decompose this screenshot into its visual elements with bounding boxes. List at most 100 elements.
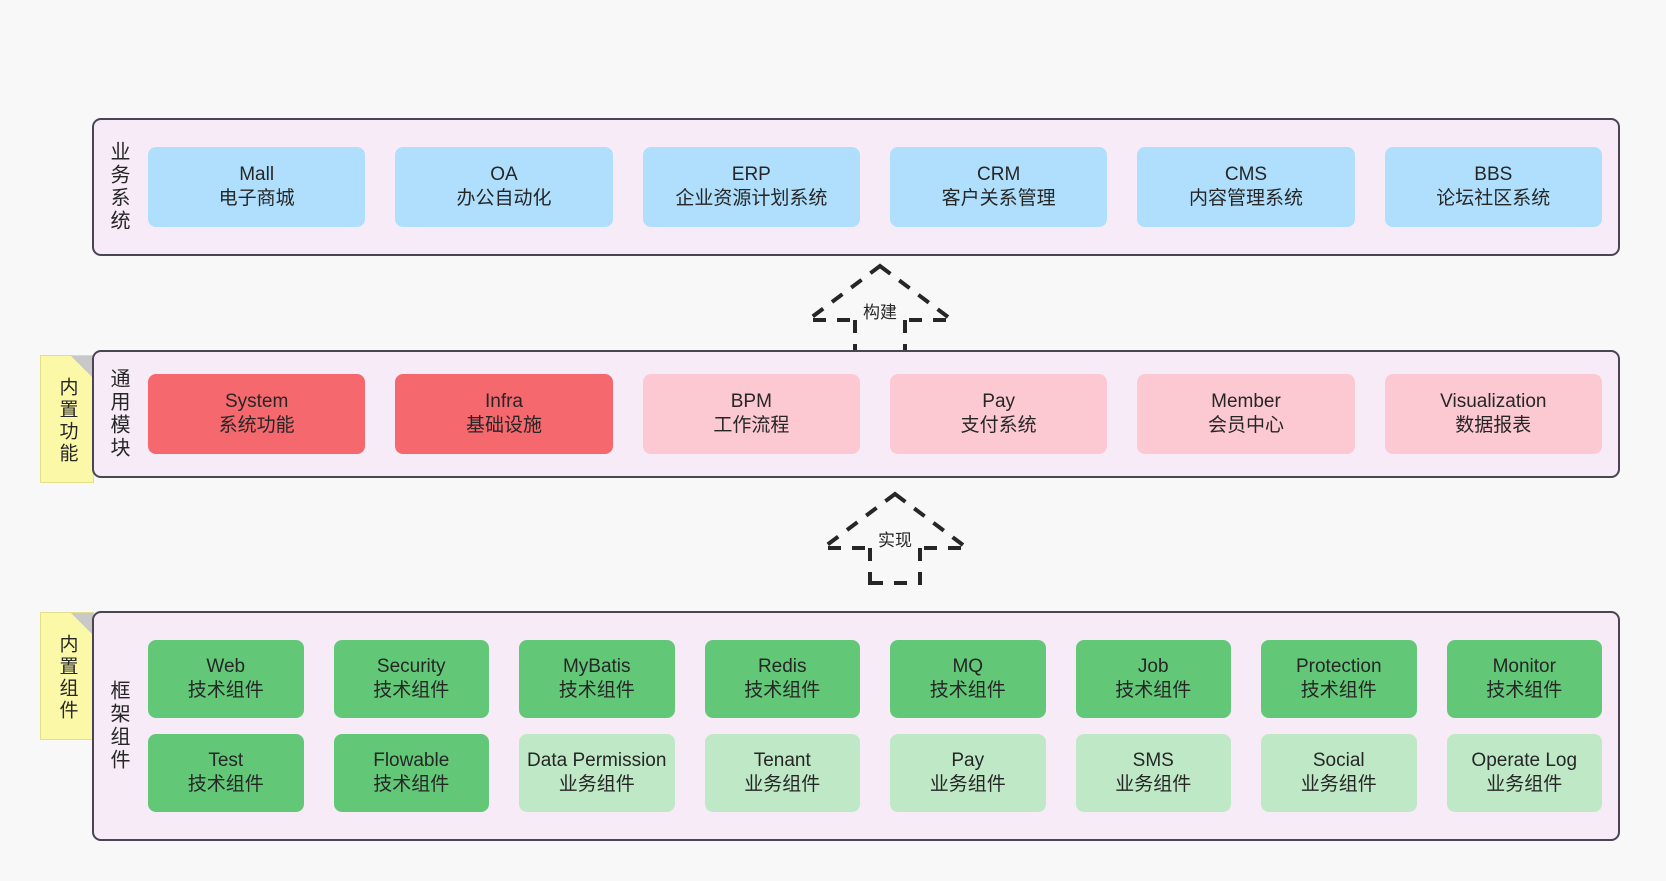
framework-card-security[interactable]: Security 技术组件	[333, 640, 489, 718]
card-title: BBS	[1474, 163, 1513, 185]
module-card-system[interactable]: System 系统功能	[148, 374, 366, 454]
business-card-crm[interactable]: CRM 客户关系管理	[889, 147, 1108, 227]
framework-card-job[interactable]: Job 技术组件	[1075, 640, 1231, 718]
card-subtitle: 办公自动化	[456, 188, 552, 209]
card-title: Visualization	[1440, 390, 1547, 412]
card-title: Tenant	[753, 749, 811, 771]
framework-card-operate-log[interactable]: Operate Log 业务组件	[1446, 734, 1602, 812]
card-subtitle: 技术组件	[744, 680, 821, 701]
card-title: MQ	[952, 655, 984, 677]
business-card-erp[interactable]: ERP 企业资源计划系统	[642, 147, 860, 227]
card-subtitle: 电子商城	[218, 188, 295, 209]
business-card-mall[interactable]: Mall 电子商城	[148, 147, 366, 227]
module-card-pay[interactable]: Pay 支付系统	[889, 374, 1108, 454]
sticky-note-label: 内置组件	[56, 634, 78, 722]
business-card-cms[interactable]: CMS 内容管理系统	[1137, 147, 1355, 227]
layer-common-modules: 通用模块 System 系统功能 Infra 基础设施 BPM 工作流程 Pay…	[92, 350, 1620, 478]
module-card-visualization[interactable]: Visualization 数据报表	[1384, 374, 1602, 454]
connector-implement: 实现	[815, 490, 975, 585]
framework-tech-row: Web 技术组件 Security 技术组件 MyBatis 技术组件 Redi…	[148, 640, 1602, 718]
card-title: Security	[376, 655, 446, 677]
card-title: Mall	[239, 163, 275, 185]
card-title: Flowable	[373, 749, 450, 771]
card-title: Pay	[982, 390, 1016, 412]
framework-card-social[interactable]: Social 业务组件	[1261, 734, 1417, 812]
framework-card-data-permission[interactable]: Data Permission 业务组件	[519, 734, 675, 812]
layer-business-systems-title: 业务系统	[107, 141, 129, 233]
layer-framework-components-title: 框架组件	[107, 680, 129, 772]
connector-build: 构建	[800, 262, 960, 357]
framework-card-mq[interactable]: MQ 技术组件	[890, 640, 1046, 718]
card-subtitle: 数据报表	[1455, 415, 1532, 436]
card-subtitle: 业务组件	[929, 774, 1006, 795]
module-card-member[interactable]: Member 会员中心	[1137, 374, 1355, 454]
card-subtitle: 技术组件	[1486, 680, 1563, 701]
framework-card-pay[interactable]: Pay 业务组件	[890, 734, 1046, 812]
card-subtitle: 技术组件	[187, 774, 264, 795]
card-subtitle: 业务组件	[1300, 774, 1377, 795]
layer-common-modules-title: 通用模块	[107, 368, 129, 460]
card-subtitle: 业务组件	[558, 774, 635, 795]
card-title: CRM	[977, 163, 1021, 185]
layer-common-modules-body: System 系统功能 Infra 基础设施 BPM 工作流程 Pay 支付系统…	[142, 352, 1618, 476]
card-title: BPM	[730, 390, 772, 412]
card-subtitle: 技术组件	[373, 774, 450, 795]
card-title: OA	[490, 163, 518, 185]
card-subtitle: 技术组件	[1115, 680, 1192, 701]
card-subtitle: 技术组件	[187, 680, 264, 701]
card-title: Pay	[951, 749, 985, 771]
card-subtitle: 技术组件	[929, 680, 1006, 701]
module-card-row: System 系统功能 Infra 基础设施 BPM 工作流程 Pay 支付系统…	[148, 374, 1602, 454]
card-subtitle: 基础设施	[465, 415, 542, 436]
layer-business-systems-body: Mall 电子商城 OA 办公自动化 ERP 企业资源计划系统 CRM 客户关系…	[142, 120, 1618, 254]
framework-card-mybatis[interactable]: MyBatis 技术组件	[519, 640, 675, 718]
card-title: Test	[208, 749, 244, 771]
card-subtitle: 论坛社区系统	[1436, 188, 1551, 209]
card-subtitle: 技术组件	[1300, 680, 1377, 701]
framework-card-protection[interactable]: Protection 技术组件	[1261, 640, 1417, 718]
business-card-oa[interactable]: OA 办公自动化	[395, 147, 613, 227]
framework-card-redis[interactable]: Redis 技术组件	[704, 640, 860, 718]
sticky-note-builtin-features: 内置功能	[40, 355, 94, 483]
framework-business-row: Test 技术组件 Flowable 技术组件 Data Permission …	[148, 734, 1602, 812]
card-title: Redis	[757, 655, 807, 677]
sticky-note-builtin-components: 内置组件	[40, 612, 94, 740]
connector-implement-label: 实现	[876, 531, 914, 551]
card-title: Data Permission	[527, 749, 667, 771]
module-card-infra[interactable]: Infra 基础设施	[395, 374, 613, 454]
framework-card-test[interactable]: Test 技术组件	[148, 734, 304, 812]
connector-build-label: 构建	[861, 303, 899, 323]
business-card-bbs[interactable]: BBS 论坛社区系统	[1384, 147, 1602, 227]
card-subtitle: 系统功能	[218, 415, 295, 436]
framework-card-flowable[interactable]: Flowable 技术组件	[333, 734, 489, 812]
framework-card-web[interactable]: Web 技术组件	[148, 640, 304, 718]
card-title: Protection	[1295, 655, 1382, 677]
card-subtitle: 业务组件	[1115, 774, 1192, 795]
card-title: Operate Log	[1471, 749, 1578, 771]
card-subtitle: 会员中心	[1207, 415, 1284, 436]
card-title: Monitor	[1492, 655, 1556, 677]
card-subtitle: 业务组件	[744, 774, 821, 795]
card-title: ERP	[731, 163, 771, 185]
card-title: CMS	[1224, 163, 1268, 185]
framework-card-tenant[interactable]: Tenant 业务组件	[704, 734, 860, 812]
framework-card-monitor[interactable]: Monitor 技术组件	[1446, 640, 1602, 718]
card-title: Member	[1211, 390, 1281, 412]
card-subtitle: 支付系统	[960, 415, 1037, 436]
framework-card-sms[interactable]: SMS 业务组件	[1075, 734, 1231, 812]
card-title: Web	[206, 655, 246, 677]
module-card-bpm[interactable]: BPM 工作流程	[642, 374, 860, 454]
card-title: Infra	[484, 390, 523, 412]
sticky-note-label: 内置功能	[56, 377, 78, 465]
card-subtitle: 企业资源计划系统	[675, 188, 828, 209]
business-card-row: Mall 电子商城 OA 办公自动化 ERP 企业资源计划系统 CRM 客户关系…	[148, 147, 1602, 227]
card-subtitle: 业务组件	[1486, 774, 1563, 795]
card-title: System	[224, 390, 289, 412]
card-subtitle: 客户关系管理	[941, 188, 1056, 209]
layer-framework-components: 框架组件 Web 技术组件 Security 技术组件 MyBatis 技术组件…	[92, 611, 1620, 841]
card-title: MyBatis	[562, 655, 631, 677]
layer-framework-components-body: Web 技术组件 Security 技术组件 MyBatis 技术组件 Redi…	[142, 613, 1618, 839]
card-subtitle: 工作流程	[713, 415, 790, 436]
layer-business-systems: 业务系统 Mall 电子商城 OA 办公自动化 ERP 企业资源计划系统 CRM…	[92, 118, 1620, 256]
